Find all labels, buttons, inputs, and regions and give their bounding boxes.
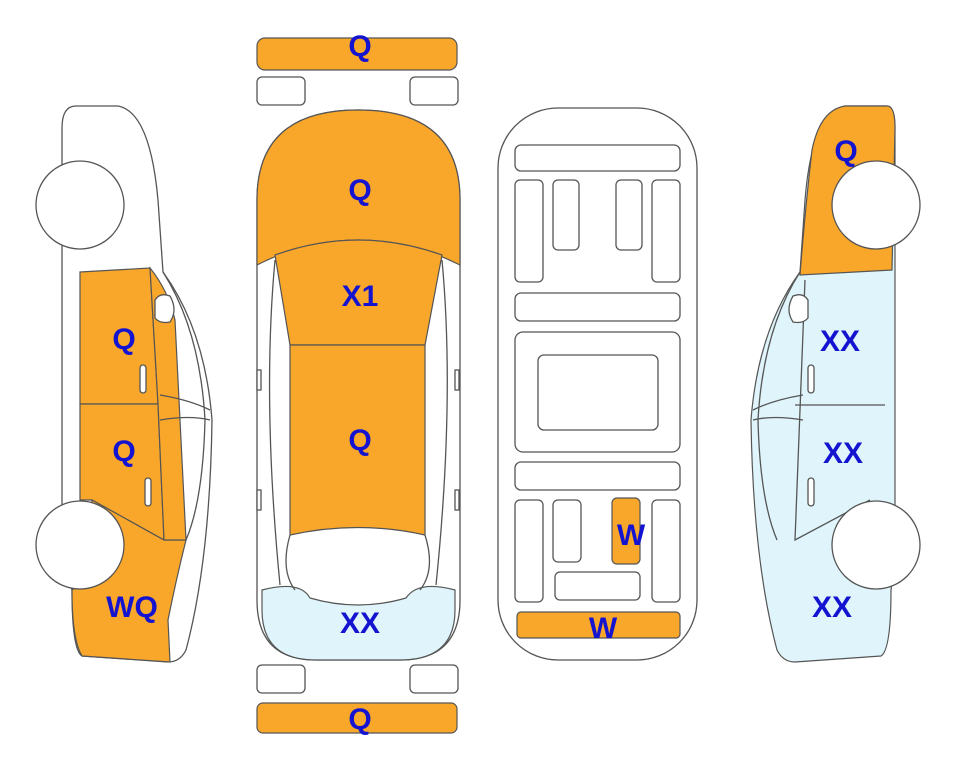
right-side-view: Q XX XX XX: [750, 105, 921, 663]
roof-panel[interactable]: [289, 344, 426, 536]
right-rear-door-handle-icon: [807, 477, 815, 507]
right-rear-wheel: [831, 500, 921, 590]
windshield-label: X1: [342, 280, 379, 313]
left-rear-door-label: Q: [112, 435, 135, 468]
underbody-center-panel[interactable]: [611, 497, 641, 565]
right-front-door-handle-icon: [807, 364, 815, 394]
front-bumper-label: Q: [348, 30, 371, 63]
right-front-fender-label: Q: [834, 135, 857, 168]
underbody-rear-panel[interactable]: [516, 611, 681, 639]
right-front-door-label: XX: [820, 325, 860, 358]
rear-bumper-top-label: XX: [340, 607, 380, 640]
top-view: Q Q X1 Q XX Q: [256, 30, 461, 736]
left-front-door-label: Q: [112, 323, 135, 356]
rear-bumper-top-panel[interactable]: [261, 585, 456, 661]
left-front-wheel: [35, 160, 125, 250]
hood-label: Q: [348, 174, 371, 207]
underbody-center-label: W: [617, 519, 646, 552]
right-rear-door-label: XX: [823, 437, 863, 470]
roof-label: Q: [348, 424, 371, 457]
left-rear-wheel: [35, 500, 125, 590]
left-side-view: Q Q WQ: [35, 105, 213, 663]
rear-bumper-label: Q: [348, 703, 371, 736]
left-rear-door-handle-icon: [144, 477, 152, 507]
front-bumper-panel[interactable]: [256, 37, 458, 71]
underbody-view: W W: [497, 107, 698, 661]
windshield-panel[interactable]: [274, 239, 443, 346]
right-rear-fender-label: XX: [812, 591, 852, 624]
right-front-wheel: [831, 160, 921, 250]
rear-bumper-panel[interactable]: [256, 702, 458, 734]
left-front-door-handle-icon: [139, 364, 147, 394]
underbody-rear-label: W: [589, 612, 618, 645]
left-rear-fender-label: WQ: [106, 591, 158, 624]
